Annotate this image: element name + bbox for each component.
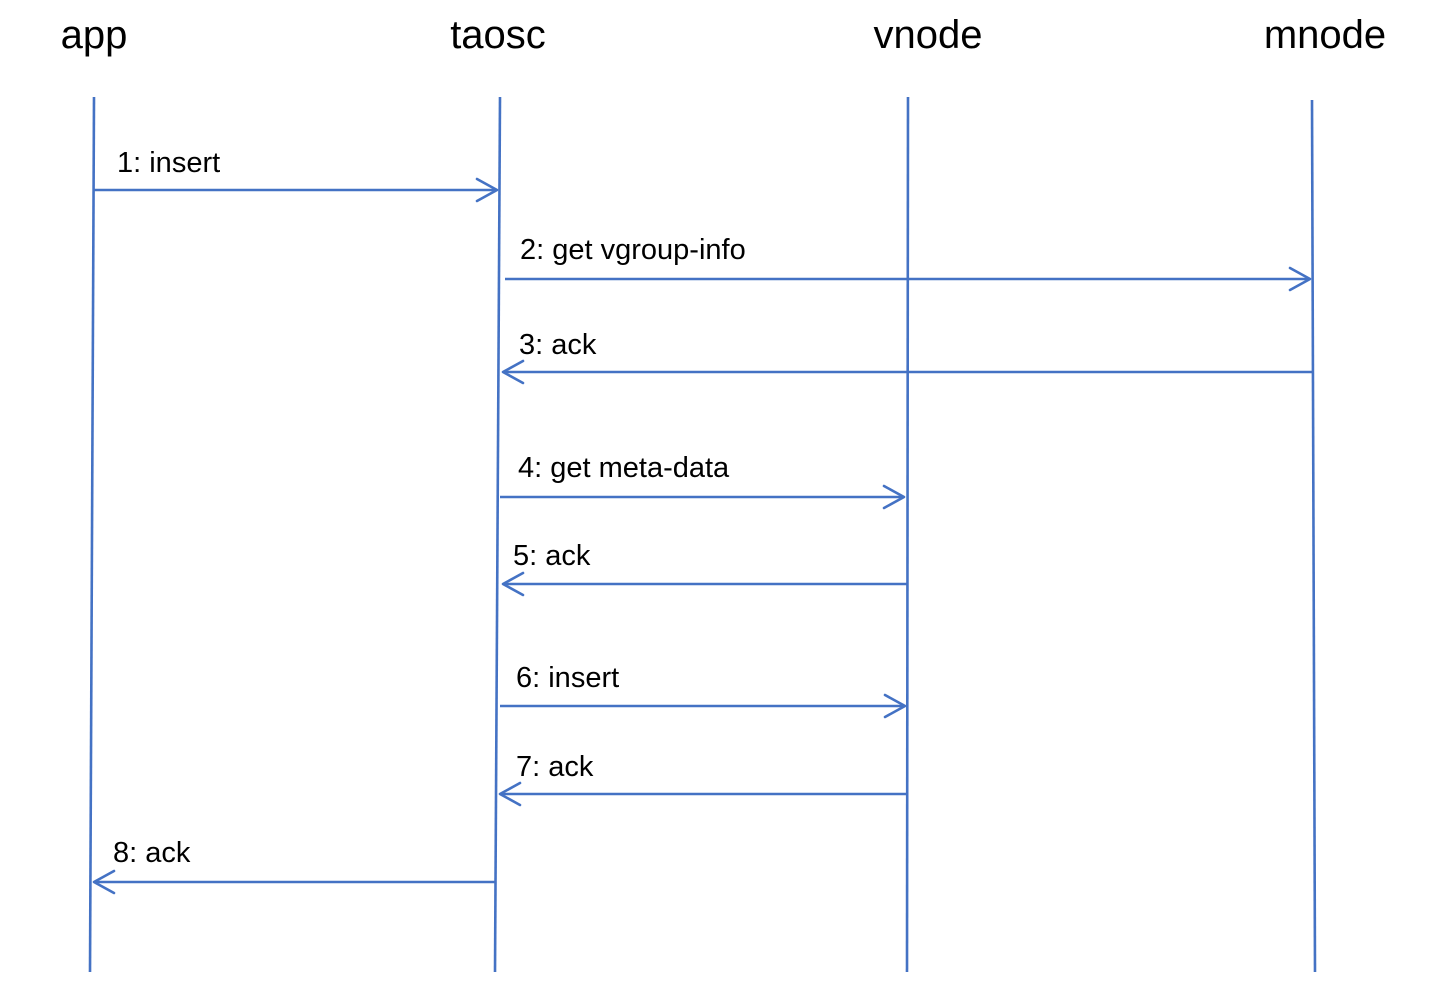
arrow-head-icon [501,359,525,385]
lifeline-mnode [1310,99,1317,973]
message-4: 4: get meta-data [500,452,906,510]
message-6: 6: insert [500,662,907,719]
arrow-head-icon [501,571,525,597]
participant-label-app: app [61,13,128,57]
message-label: 6: insert [516,662,619,694]
message-5: 5: ack [501,540,907,597]
message-7: 7: ack [498,751,906,807]
message-label: 7: ack [516,751,594,783]
arrow-head-icon [883,693,907,719]
arrow-head-icon [475,177,499,203]
message-label: 1: insert [117,147,220,179]
participant-labels: app taosc vnode mnode [61,13,1387,57]
arrow-head-icon [92,869,116,895]
message-label: 8: ack [113,837,191,869]
participant-label-taosc: taosc [450,13,546,57]
lifeline-taosc [493,96,502,973]
message-label: 2: get vgroup-info [520,234,746,266]
participant-label-vnode: vnode [874,13,983,57]
message-label: 4: get meta-data [518,452,730,484]
message-label: 5: ack [513,540,591,572]
arrow-head-icon [1288,266,1312,292]
arrow-head-icon [882,484,906,510]
arrow-head-icon [498,781,522,807]
messages: 1: insert 2: get vgroup-info 3: ack 4: get … [92,147,1312,895]
message-1: 1: insert [94,147,499,203]
message-label: 3: ack [519,329,597,361]
lifelines [88,96,1317,973]
message-8: 8: ack [92,837,495,895]
lifeline-app [88,96,96,973]
lifeline-vnode [905,96,910,973]
message-3: 3: ack [501,329,1312,385]
message-2: 2: get vgroup-info [505,234,1312,292]
participant-label-mnode: mnode [1264,13,1386,57]
